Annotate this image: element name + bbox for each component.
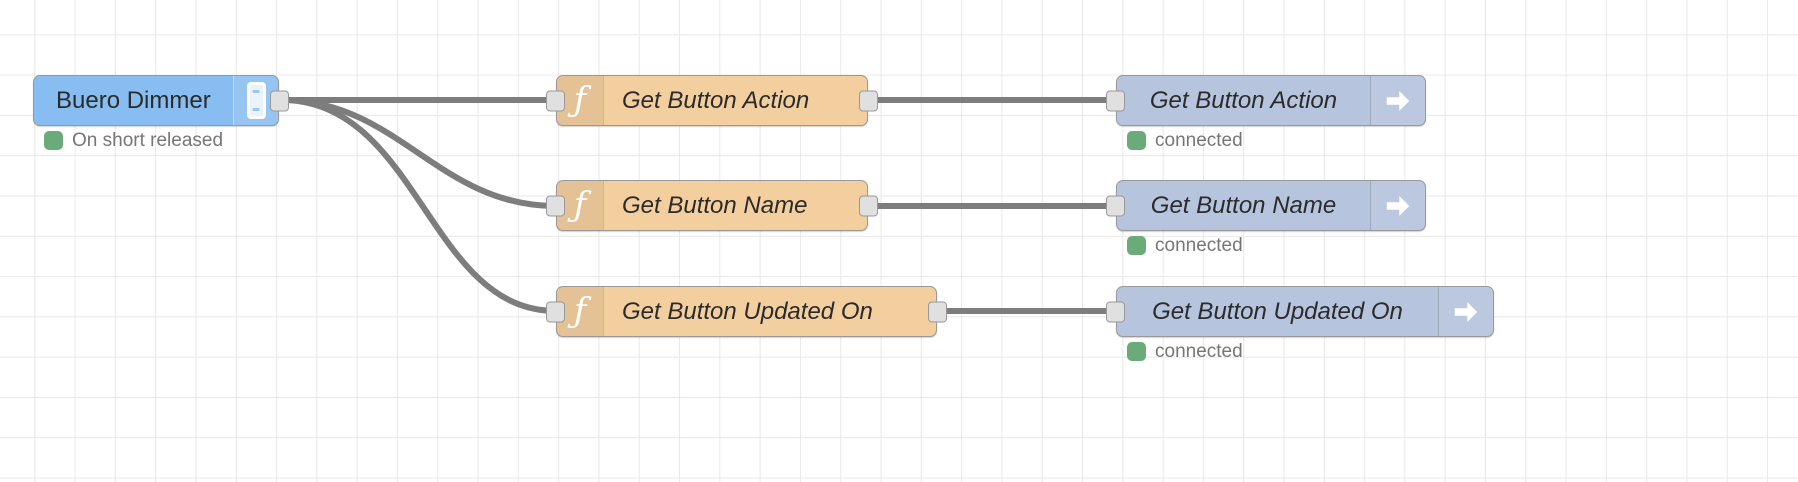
node-body: Get Button Name <box>604 181 867 230</box>
node-function-get-button-action[interactable]: ƒ Get Button Action <box>546 75 878 126</box>
wire-trigger-to-name <box>285 97 559 209</box>
output-port-function-get-button-updated-on[interactable] <box>928 301 947 322</box>
status-dot-green <box>1127 342 1146 361</box>
status-debug-get-button-updated-on: connected <box>1127 342 1243 361</box>
node-function-get-button-updated-on[interactable]: ƒ Get Button Updated On <box>546 286 947 337</box>
input-port-function-get-button-updated-on[interactable] <box>546 301 565 322</box>
input-port-debug-get-button-updated-on[interactable] <box>1106 301 1125 322</box>
debug-arrow-icon <box>1370 181 1425 230</box>
status-label: connected <box>1155 235 1243 256</box>
input-port-debug-get-button-action[interactable] <box>1106 90 1125 111</box>
node-label-get-button-name: Get Button Name <box>622 191 808 219</box>
node-body: Get Button Updated On <box>604 287 936 336</box>
output-port-function-get-button-name[interactable] <box>859 195 878 216</box>
node-debug-get-button-action[interactable]: Get Button Action <box>1106 75 1426 126</box>
wire-trigger-to-updated <box>285 97 559 314</box>
input-port-function-get-button-action[interactable] <box>546 90 565 111</box>
status-dot-green <box>1127 236 1146 255</box>
status-dot-green <box>44 131 63 150</box>
node-body: Get Button Name <box>1117 181 1370 230</box>
function-f-icon: ƒ <box>557 287 604 336</box>
status-buero-dimmer: On short released <box>44 131 223 150</box>
node-body: Buero Dimmer <box>34 76 233 125</box>
status-label: On short released <box>72 130 224 151</box>
status-debug-get-button-name: connected <box>1127 236 1243 255</box>
node-label-debug-get-button-name: Get Button Name <box>1150 191 1337 219</box>
status-label: connected <box>1155 130 1243 151</box>
node-label-debug-get-button-updated-on: Get Button Updated On <box>1152 297 1403 325</box>
function-f-icon: ƒ <box>557 76 604 125</box>
output-port-buero-dimmer[interactable] <box>270 90 289 111</box>
input-port-function-get-button-name[interactable] <box>546 195 565 216</box>
node-debug-get-button-updated-on[interactable]: Get Button Updated On <box>1106 286 1494 337</box>
debug-arrow-icon <box>1370 76 1425 125</box>
node-body: Get Button Updated On <box>1117 287 1438 336</box>
node-label-buero-dimmer: Buero Dimmer <box>56 86 211 114</box>
node-body: Get Button Action <box>1117 76 1370 125</box>
node-buero-dimmer[interactable]: Buero Dimmer <box>33 75 289 126</box>
node-label-debug-get-button-action: Get Button Action <box>1149 86 1338 114</box>
status-label: connected <box>1155 341 1243 362</box>
node-debug-get-button-name[interactable]: Get Button Name <box>1106 180 1426 231</box>
status-debug-get-button-action: connected <box>1127 131 1243 150</box>
debug-arrow-icon <box>1438 287 1493 336</box>
node-function-get-button-name[interactable]: ƒ Get Button Name <box>546 180 878 231</box>
input-port-debug-get-button-name[interactable] <box>1106 195 1125 216</box>
node-body: Get Button Action <box>604 76 867 125</box>
status-dot-green <box>1127 131 1146 150</box>
output-port-function-get-button-action[interactable] <box>859 90 878 111</box>
node-label-get-button-action: Get Button Action <box>622 86 810 114</box>
node-label-get-button-updated-on: Get Button Updated On <box>622 297 873 325</box>
